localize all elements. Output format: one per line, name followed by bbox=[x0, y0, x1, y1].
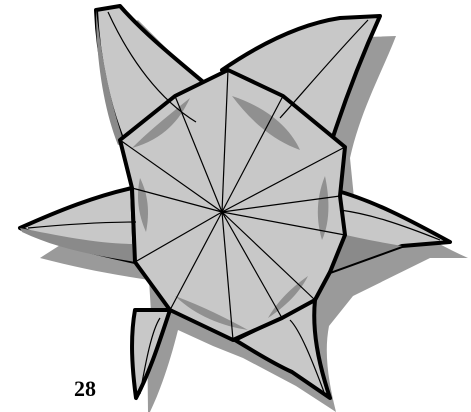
step-number: 28 bbox=[74, 378, 96, 400]
